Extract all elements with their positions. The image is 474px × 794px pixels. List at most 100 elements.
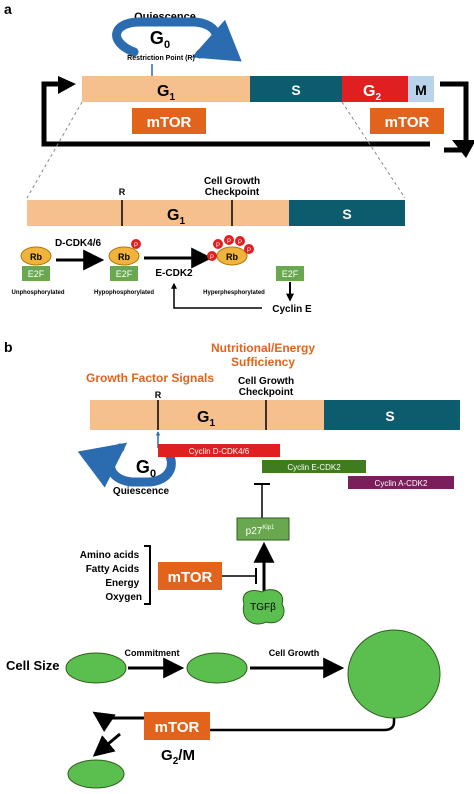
unphosphorylated-label: Unphosphorylated [11, 290, 64, 296]
g2-label-a: G2 [363, 83, 381, 103]
g1-phase-bar [82, 76, 250, 102]
cell-growth-label: Cell Growth [269, 648, 320, 658]
panel-a-label: a [4, 1, 12, 17]
cyclin-d-label: Cyclin D-CDK4/6 [189, 447, 250, 456]
phospho-hyper-1 [207, 251, 217, 261]
phospho-hyper-4-label: P [238, 240, 242, 246]
cell-small-2 [186, 652, 248, 684]
e2f-label-1: E2F [28, 269, 45, 279]
rb-unphos [20, 246, 52, 266]
zoom-line-left [26, 101, 83, 199]
cell-small-1 [65, 652, 127, 684]
phospho-hypo [131, 239, 141, 249]
tgf-beta-blob [242, 589, 285, 625]
cyclin-e-bar [262, 460, 366, 473]
mtor-box-right [370, 108, 444, 134]
phospho-hyper-5 [244, 244, 254, 254]
s-bar-b [324, 400, 460, 430]
phospho-hyper-4 [235, 236, 245, 246]
nutrient-energy: Energy [105, 578, 139, 589]
s-detail-bar [289, 200, 405, 226]
phospho-hyper-2-label: P [216, 243, 220, 249]
g1-bar-b [90, 400, 324, 430]
s-phase-bar [250, 76, 342, 102]
mtor-label-right: mTOR [385, 114, 430, 131]
dcdk-label: D-CDK4/6 [55, 238, 102, 249]
phospho-hyper-5-label: P [247, 248, 251, 254]
cell-daughter [67, 759, 125, 789]
r-label-a: R [119, 187, 126, 197]
mtor-box-left [132, 108, 206, 134]
quiescence-label-b: Quiescence [113, 486, 170, 497]
g0-label-b: G0 [136, 457, 156, 480]
cell-size-label: Cell Size [6, 658, 59, 673]
mtor-label-bottom: mTOR [155, 719, 200, 736]
nutrient-oxygen: Oxygen [105, 592, 142, 603]
zoom-line-right [341, 101, 406, 199]
panel-b-label: b [4, 339, 13, 355]
tgf-beta-label: TGFβ [250, 602, 276, 613]
feedback-arrow-cycline [171, 282, 262, 309]
r-label-b: R [155, 390, 162, 400]
m-label-a: M [415, 82, 427, 98]
s-label-b: S [385, 408, 394, 424]
rb-unphos-label: Rb [30, 252, 42, 262]
rb-hypo [108, 246, 140, 266]
restriction-point-label: Restriction Point (R) [127, 55, 195, 62]
phospho-hyper-2 [213, 239, 223, 249]
g2-phase-bar [342, 76, 408, 102]
g1-detail-bar [27, 200, 289, 226]
rb-hypo-label: Rb [118, 252, 130, 262]
mtor-box-b [158, 562, 222, 590]
p27-box [236, 517, 290, 541]
cycle-loop-right-corner [444, 147, 469, 153]
cyclin-a-bar [348, 476, 454, 489]
cycle-loop-left [41, 81, 430, 147]
phospho-hyper-1-label: P [210, 255, 214, 261]
m-phase-bar [408, 76, 434, 102]
hyperphosphorylated-label: Hyperphesphorylated [203, 290, 265, 296]
nutrients-list: Amino acids Fatty Acids Energy Oxygen [80, 550, 142, 603]
nutrient-amino-acids: Amino acids [80, 550, 140, 561]
cell-large [347, 629, 441, 719]
s-detail-label: S [342, 206, 351, 222]
phospho-hyper-group: P P P P P [207, 235, 254, 261]
rb-hyper-label: Rb [226, 252, 238, 262]
cyclin-a-label: Cyclin A-CDK2 [375, 479, 428, 488]
e2f-box-3 [276, 266, 304, 281]
commitment-label: Commitment [124, 648, 179, 658]
g0-label-a: G0 [150, 28, 170, 51]
cycline-label: Cyclin E [272, 304, 312, 315]
nutrient-fatty-acids: Fatty Acids [86, 564, 140, 575]
e2f-label-3: E2F [282, 269, 299, 279]
g2m-label: G2/M [161, 747, 195, 767]
e2f-box-2 [110, 266, 138, 281]
cyclin-e-label: Cyclin E-CDK2 [287, 463, 341, 472]
phospho-hyper-3-label: P [227, 239, 231, 245]
cycle-loop-right [440, 81, 469, 148]
s-label-a: S [291, 82, 300, 98]
phospho-hypo-label: P [134, 243, 138, 249]
phospho-hyper-3 [224, 235, 234, 245]
g1-label-b: G1 [197, 409, 215, 429]
cyclin-d-bar [158, 444, 280, 457]
division-arrow-up [92, 711, 116, 733]
mtor-label-left: mTOR [147, 114, 192, 131]
g1-label-a: G1 [157, 83, 175, 103]
growth-factor-label: Growth Factor Signals [86, 371, 214, 385]
ecdk-label: E-CDK2 [155, 268, 193, 279]
p27-label: p27Kip1 [246, 525, 275, 537]
hypophosphorylated-label: Hypophosphorylated [94, 290, 154, 296]
nutrients-bracket [144, 545, 151, 605]
e2f-label-2: E2F [116, 269, 133, 279]
division-arrow-down [92, 732, 121, 757]
quiescence-loop-arrow-b [77, 442, 176, 488]
quiescence-loop-arrow-a [112, 17, 242, 62]
mtor-label-b: mTOR [168, 569, 213, 586]
g1-detail-label: G1 [167, 207, 185, 227]
mtor-box-bottom [144, 712, 210, 740]
